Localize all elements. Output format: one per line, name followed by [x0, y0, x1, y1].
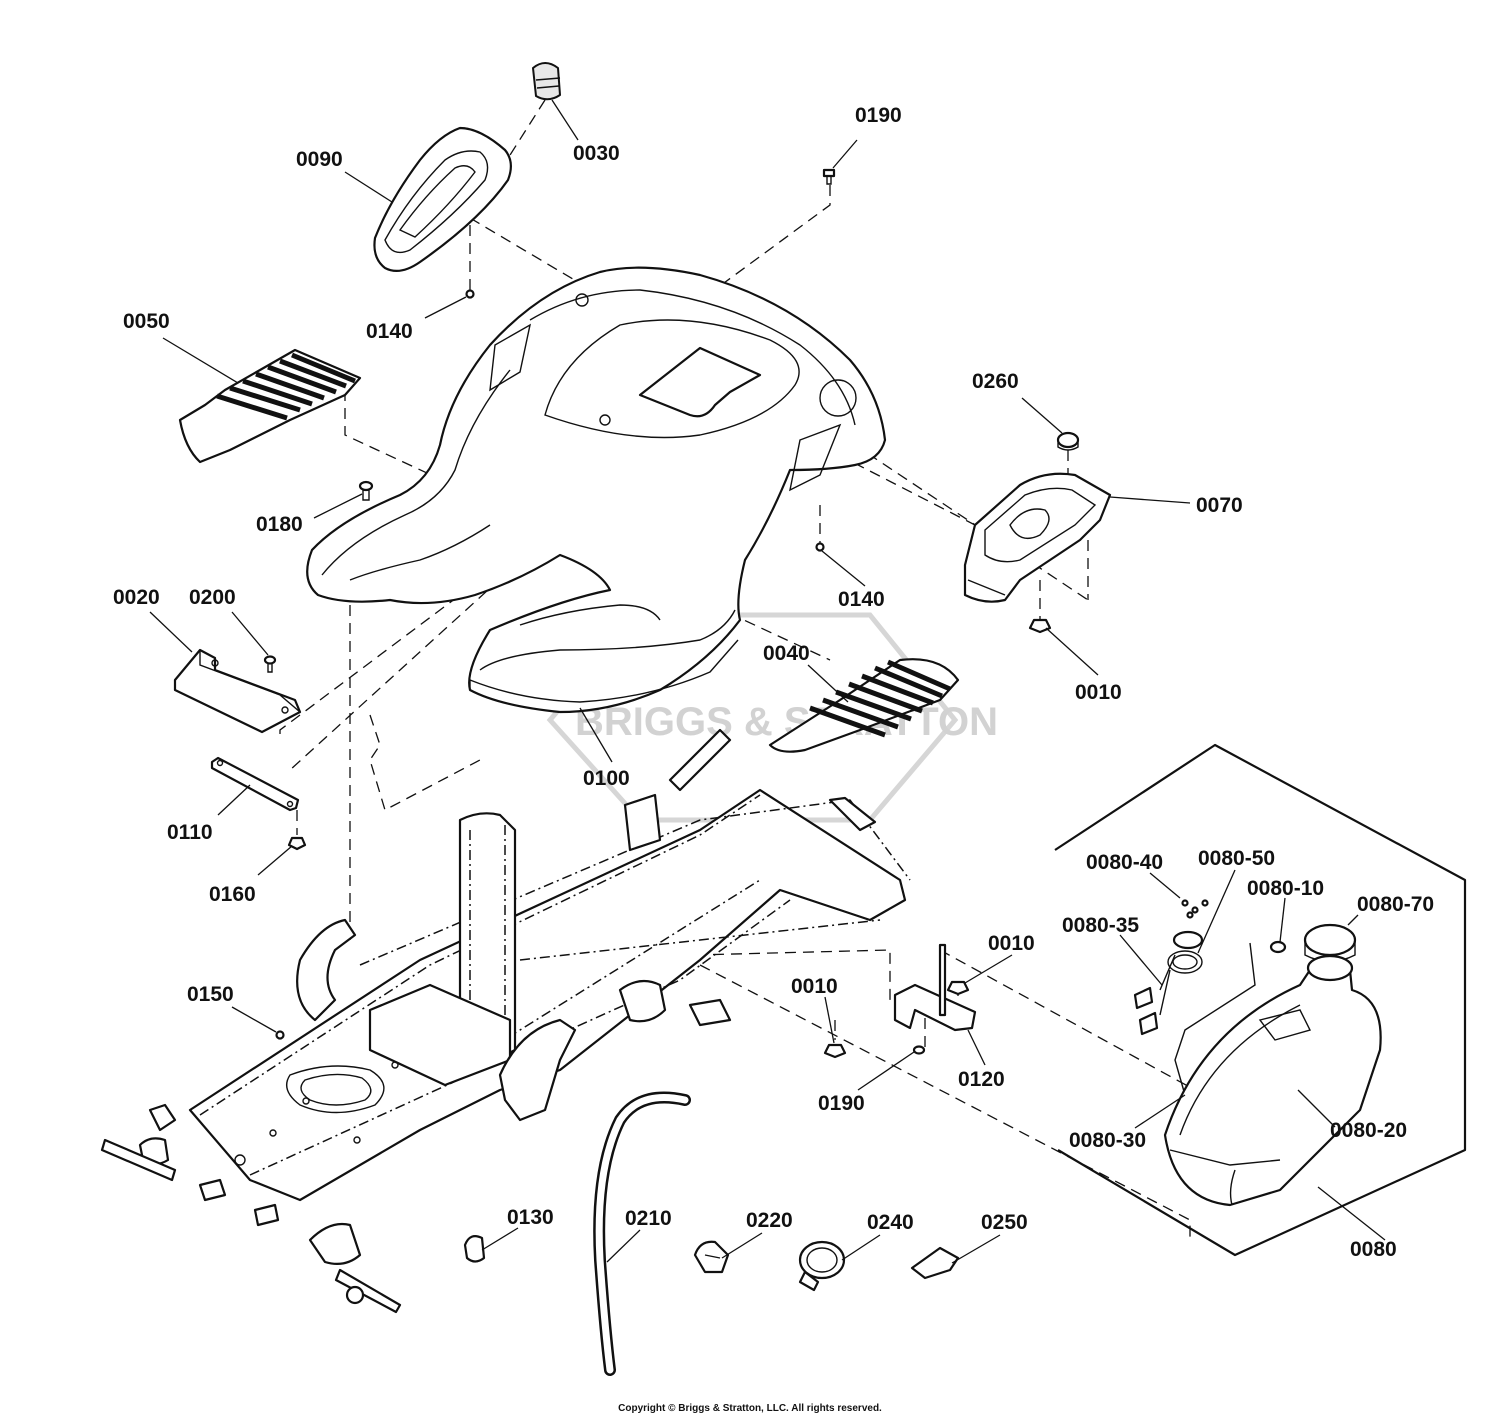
part-0180-bolt [358, 480, 374, 501]
part-0240-hoseclamp [798, 1240, 846, 1292]
callout-0190-bottom: 0190 [818, 1092, 865, 1115]
part-0050-footmat [178, 348, 362, 464]
callout-0180: 0180 [256, 513, 303, 536]
part-0100-body [306, 266, 887, 714]
part-0210-hose [593, 1091, 691, 1376]
callout-0100: 0100 [583, 767, 630, 790]
part-0040-footmat [768, 658, 960, 753]
part-0110-strap [210, 756, 300, 812]
part-0250-clip [910, 1246, 960, 1280]
callout-0080: 0080 [1350, 1238, 1397, 1261]
callout-0020: 0020 [113, 586, 160, 609]
part-0220-clamp [693, 1240, 730, 1274]
callout-0240: 0240 [867, 1211, 914, 1234]
callout-0120: 0120 [958, 1068, 1005, 1091]
callout-0010-bracket: 0010 [988, 932, 1035, 955]
callout-0200: 0200 [189, 586, 236, 609]
part-0080-20-tank [1163, 954, 1382, 1207]
part-0140-screw-b [815, 542, 825, 552]
callout-0140-top: 0140 [366, 320, 413, 343]
part-0130-clip [463, 1235, 486, 1263]
part-0010-nut-a [1028, 618, 1052, 634]
part-0070-console [963, 472, 1112, 603]
part-0010-nut-c [823, 1043, 847, 1059]
part-0200-screw [263, 655, 277, 673]
callout-0050: 0050 [123, 310, 170, 333]
callout-0090: 0090 [296, 148, 343, 171]
part-0020-bracket [173, 648, 302, 734]
callout-0010-center: 0010 [791, 975, 838, 998]
part-0080-10-grommet [1269, 940, 1287, 954]
callout-0080-70: 0080-70 [1357, 893, 1434, 916]
callout-0160: 0160 [209, 883, 256, 906]
part-0190-bolt-top [822, 168, 836, 185]
callout-labels: 0030 0090 0190 0140 0050 0260 0070 0180 … [113, 104, 1434, 1261]
callout-0150: 0150 [187, 983, 234, 1006]
copyright-notice: Copyright © Briggs & Stratton, LLC. All … [618, 1403, 882, 1414]
callout-0080-35: 0080-35 [1062, 914, 1139, 937]
callout-0010-console: 0010 [1075, 681, 1122, 704]
part-0030-grip [532, 62, 561, 101]
callout-0140-right: 0140 [838, 588, 885, 611]
part-frame-chassis [100, 728, 911, 1314]
part-0150-screw [275, 1030, 285, 1040]
callout-0190-top: 0190 [855, 104, 902, 127]
part-0190-bolt-bottom [912, 1045, 926, 1055]
callout-0080-50: 0080-50 [1198, 847, 1275, 870]
callout-0260: 0260 [972, 370, 1019, 393]
part-0080-30-tube [1174, 942, 1256, 1096]
callout-0250: 0250 [981, 1211, 1028, 1234]
part-0090-cover [373, 126, 512, 273]
callout-0080-40: 0080-40 [1086, 851, 1163, 874]
callout-0110: 0110 [167, 821, 213, 844]
part-0120-bracket [893, 943, 977, 1032]
callout-0220: 0220 [746, 1209, 793, 1232]
callout-0070: 0070 [1196, 494, 1243, 517]
part-0160-nut [287, 836, 307, 851]
callout-0210: 0210 [625, 1207, 672, 1230]
part-0010-nut-b [946, 980, 970, 996]
callout-0040: 0040 [763, 642, 810, 665]
callout-0080-20: 0080-20 [1330, 1119, 1407, 1142]
part-0140-screw-a [465, 289, 475, 299]
callout-0030: 0030 [573, 142, 620, 165]
callout-0080-10: 0080-10 [1247, 877, 1324, 900]
part-0080-35-sender [1133, 930, 1204, 1036]
leader-lines [149, 99, 1386, 1264]
part-0080-box [1054, 743, 1467, 1257]
callout-0130: 0130 [507, 1206, 554, 1229]
part-0080-50-gasket [1167, 950, 1203, 974]
part-0080-40-screws [1181, 899, 1209, 919]
callout-0080-30: 0080-30 [1069, 1129, 1146, 1152]
part-0260-plug [1056, 431, 1080, 451]
